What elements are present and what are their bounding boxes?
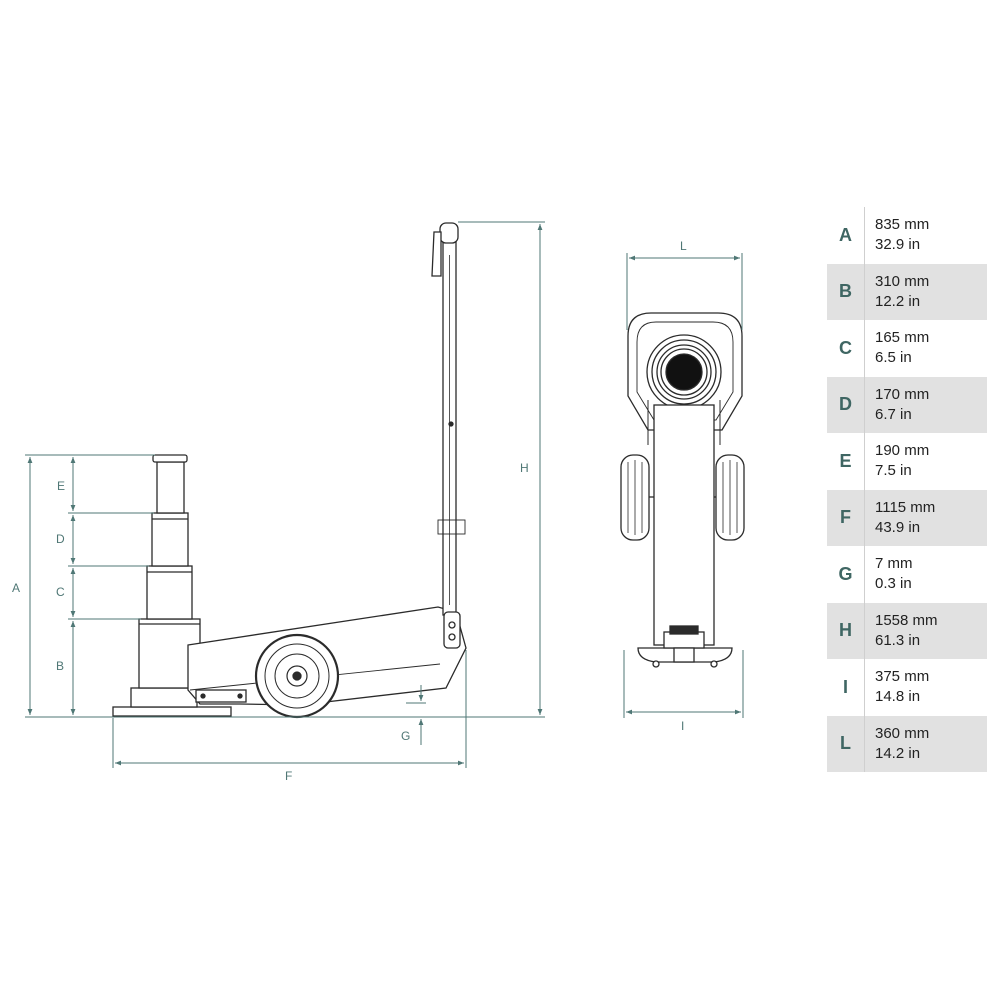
- spec-letter: L: [827, 715, 865, 772]
- spec-values: 360 mm 14.2 in: [865, 715, 987, 772]
- side-view-dimension-labels: A E D C B H F G: [12, 461, 529, 783]
- spec-metric: 170 mm: [875, 385, 930, 403]
- spec-letter: G: [827, 546, 865, 603]
- saddle: [152, 454, 188, 463]
- ram-stage-3: [146, 565, 193, 620]
- spec-values: 310 mm 12.2 in: [865, 263, 987, 320]
- spec-metric: 7 mm: [875, 555, 913, 573]
- label-h: H: [520, 461, 529, 475]
- spec-row-b: B 310 mm 12.2 in: [827, 263, 987, 320]
- spec-imperial: 14.2 in: [875, 744, 921, 762]
- spec-metric: 360 mm: [875, 724, 930, 742]
- spec-imperial: 14.8 in: [875, 688, 921, 706]
- ram-stage-1: [156, 461, 185, 514]
- spec-row-d: D 170 mm 6.7 in: [827, 376, 987, 433]
- spec-imperial: 6.7 in: [875, 405, 912, 423]
- spec-letter: I: [827, 659, 865, 716]
- label-e: E: [57, 479, 65, 493]
- spec-values: 1115 mm 43.9 in: [865, 489, 987, 546]
- spec-imperial: 0.3 in: [875, 575, 912, 593]
- top-view-jack: [620, 312, 745, 668]
- arm-bracket: [195, 689, 247, 703]
- spec-imperial: 7.5 in: [875, 462, 912, 480]
- dimension-spec-table: A 835 mm 32.9 in B 310 mm 12.2 in C 165 mm 6.5 i…: [827, 207, 987, 772]
- spec-metric: 190 mm: [875, 442, 930, 460]
- spec-letter: D: [827, 376, 865, 433]
- spec-row-a: A 835 mm 32.9 in: [827, 207, 987, 264]
- base-plate: [112, 706, 232, 717]
- spec-letter: E: [827, 433, 865, 490]
- spec-values: 7 mm 0.3 in: [865, 546, 987, 603]
- spec-imperial: 43.9 in: [875, 518, 921, 536]
- spec-metric: 310 mm: [875, 272, 930, 290]
- label-g: G: [401, 729, 410, 743]
- top-view-dimensions: [623, 253, 744, 718]
- label-i: I: [681, 719, 684, 733]
- spec-metric: 835 mm: [875, 216, 930, 234]
- handle-grip: [439, 222, 459, 244]
- spec-values: 375 mm 14.8 in: [865, 659, 987, 716]
- spec-imperial: 6.5 in: [875, 349, 912, 367]
- spec-row-i: I 375 mm 14.8 in: [827, 659, 987, 716]
- spec-letter: A: [827, 207, 865, 264]
- top-body: [653, 404, 715, 646]
- label-f: F: [285, 769, 292, 783]
- base-block: [130, 687, 198, 708]
- label-d: D: [56, 532, 65, 546]
- spec-letter: H: [827, 602, 865, 659]
- label-a: A: [12, 581, 20, 595]
- spec-row-l: L 360 mm 14.2 in: [827, 715, 987, 772]
- spec-letter: F: [827, 489, 865, 546]
- spec-letter: B: [827, 263, 865, 320]
- spec-imperial: 12.2 in: [875, 292, 921, 310]
- spec-values: 170 mm 6.7 in: [865, 376, 987, 433]
- spec-row-c: C 165 mm 6.5 in: [827, 320, 987, 377]
- spec-values: 165 mm 6.5 in: [865, 320, 987, 377]
- label-l: L: [680, 239, 687, 253]
- side-view-dimensions: [25, 221, 545, 768]
- spec-metric: 375 mm: [875, 668, 930, 686]
- spec-row-g: G 7 mm 0.3 in: [827, 546, 987, 603]
- spec-values: 835 mm 32.9 in: [865, 207, 987, 264]
- spec-row-e: E 190 mm 7.5 in: [827, 433, 987, 490]
- spec-metric: 1115 mm: [875, 498, 936, 516]
- top-view-dimension-labels: L I: [680, 239, 687, 733]
- spec-imperial: 32.9 in: [875, 236, 921, 254]
- label-b: B: [56, 659, 64, 673]
- spec-letter: C: [827, 320, 865, 377]
- spec-values: 1558 mm 61.3 in: [865, 602, 987, 659]
- spec-row-f: F 1115 mm 43.9 in: [827, 489, 987, 546]
- spec-metric: 1558 mm: [875, 611, 938, 629]
- spec-values: 190 mm 7.5 in: [865, 433, 987, 490]
- spec-imperial: 61.3 in: [875, 631, 921, 649]
- label-c: C: [56, 585, 65, 599]
- side-view-jack: [112, 222, 467, 719]
- ram-stage-2: [151, 512, 189, 567]
- spec-metric: 165 mm: [875, 329, 930, 347]
- spec-row-h: H 1558 mm 61.3 in: [827, 602, 987, 659]
